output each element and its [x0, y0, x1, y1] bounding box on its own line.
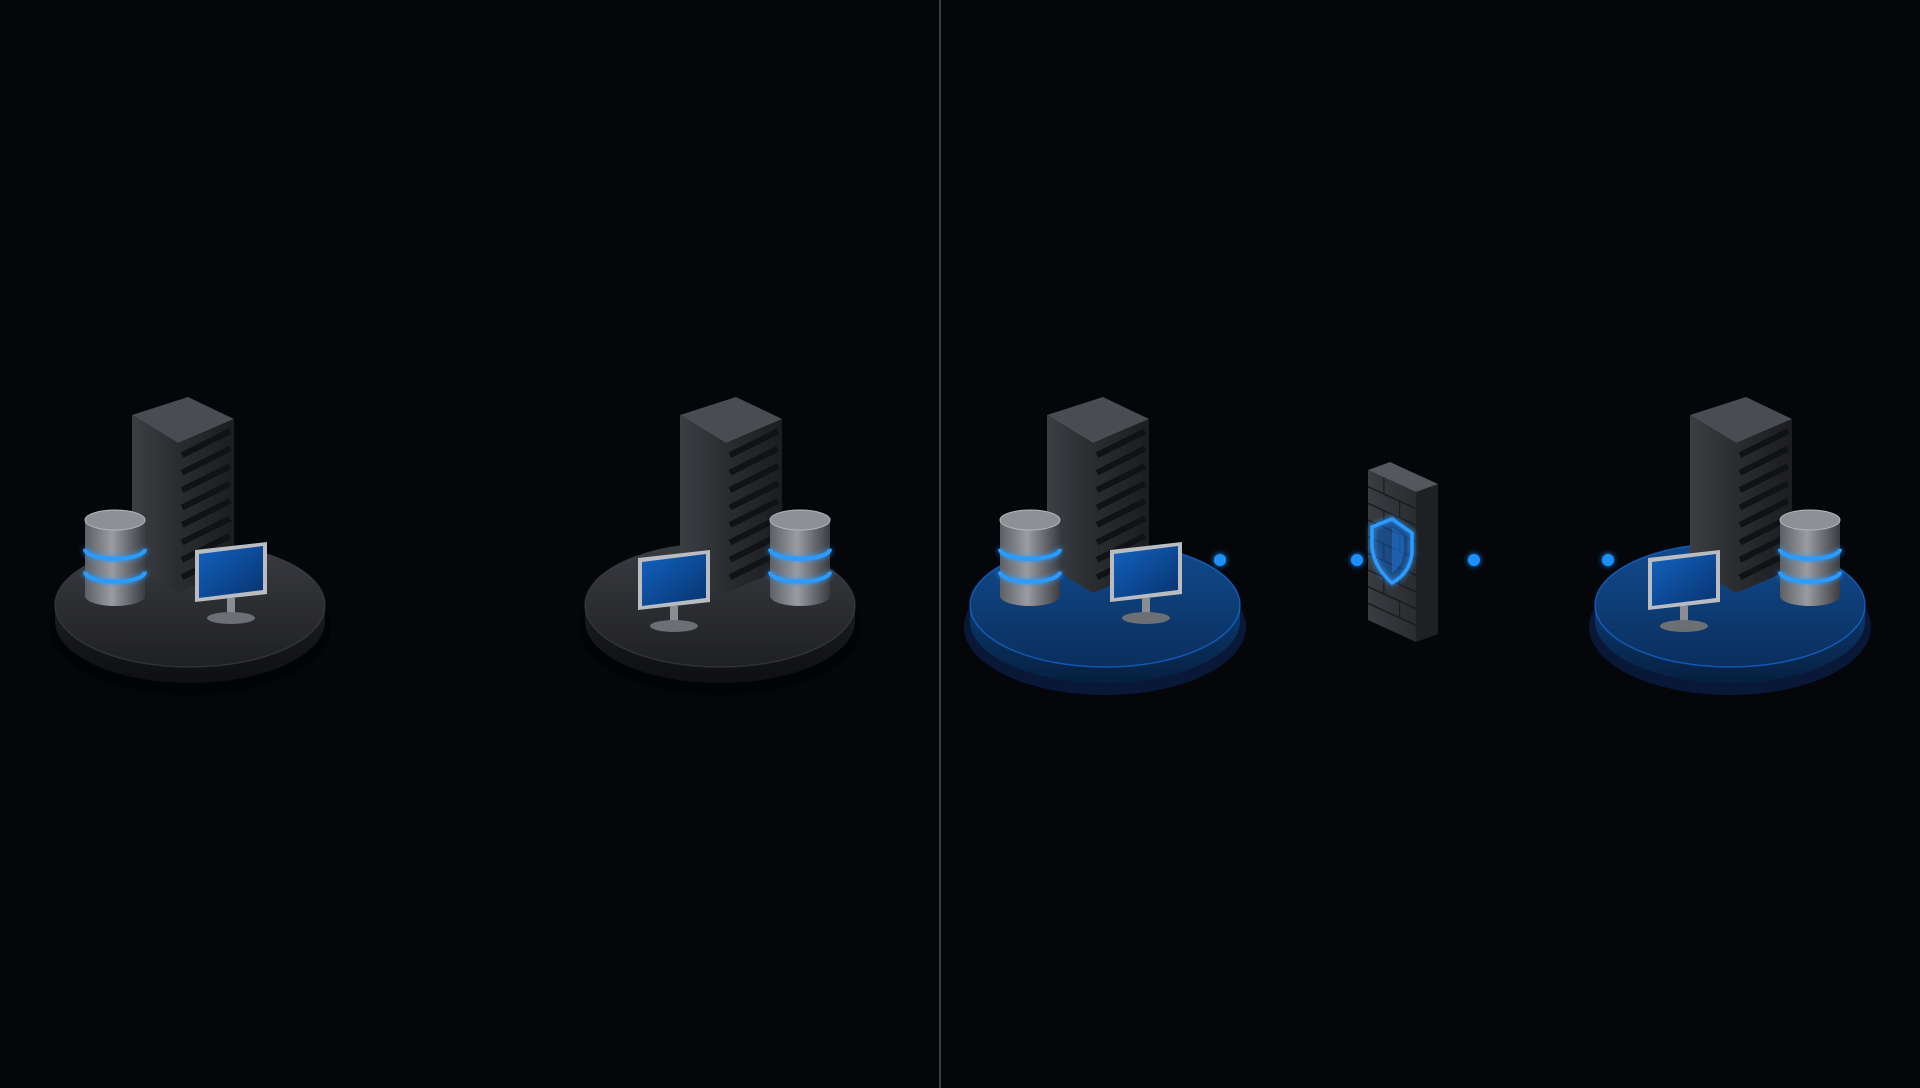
- firewall-brick-line: [1367, 602, 1417, 627]
- monitor-stand: [1680, 606, 1688, 624]
- rack-slot: [1738, 498, 1790, 528]
- firewall-layer: [1367, 462, 1438, 642]
- rack-slot: [728, 498, 780, 528]
- firewall-brick-line: [1367, 502, 1417, 527]
- monitor-screen: [1114, 546, 1178, 598]
- rack-top: [1690, 397, 1792, 443]
- rack-slot: [180, 533, 232, 563]
- rack-slot: [728, 480, 780, 511]
- shield-icon: [1370, 517, 1414, 586]
- rack-slot: [1095, 533, 1147, 563]
- database-top: [84, 509, 146, 531]
- shield-icon-highlight: [1392, 527, 1404, 573]
- rack-slot: [180, 480, 232, 511]
- database-body: [85, 520, 145, 606]
- connection-node-3-firewall: [1214, 554, 1363, 566]
- database-ring: [998, 571, 1062, 584]
- rack-slot: [1095, 463, 1147, 493]
- rack-slot: [180, 498, 232, 528]
- monitor-base: [1660, 620, 1708, 632]
- rack-slot: [1095, 498, 1147, 528]
- rack-slot: [180, 463, 232, 493]
- rack-top: [1047, 397, 1149, 443]
- firewall-side-face: [1416, 484, 1438, 642]
- monitor-base: [650, 620, 698, 632]
- rack-slot: [1095, 445, 1147, 476]
- rack-slot: [728, 463, 780, 493]
- rack-front-face: [1736, 419, 1792, 593]
- monitor-stand: [670, 606, 678, 624]
- database-ring: [768, 571, 832, 584]
- rack-slot: [1095, 428, 1147, 458]
- database-body: [770, 520, 830, 606]
- network-node-node-1: [49, 397, 331, 695]
- database-top: [1779, 509, 1841, 531]
- monitor-base: [1122, 612, 1170, 624]
- connection-endpoint: [1351, 554, 1363, 566]
- database-body: [1780, 520, 1840, 606]
- rack-left-face: [680, 415, 726, 593]
- rack-top: [132, 397, 234, 443]
- monitor-stand: [1142, 598, 1150, 616]
- rack-slot: [180, 515, 232, 546]
- database-ring: [1778, 548, 1842, 561]
- connections-layer: [1214, 554, 1614, 566]
- firewall-top-face: [1368, 462, 1438, 492]
- rack-slot: [1095, 480, 1147, 511]
- monitor-screen: [1652, 554, 1716, 606]
- rack-slot: [1738, 463, 1790, 493]
- rack-top: [680, 397, 782, 443]
- network-node-node-2: [579, 397, 861, 695]
- database-ring: [998, 548, 1062, 561]
- firewall: [1367, 462, 1438, 642]
- rack-left-face: [1690, 415, 1736, 593]
- network-node-node-3: [964, 397, 1246, 695]
- rack-slot: [1738, 428, 1790, 458]
- nodes-layer: [49, 397, 1871, 695]
- monitor-screen: [199, 546, 263, 598]
- database-ring: [83, 548, 147, 561]
- connection-endpoint: [1602, 554, 1614, 566]
- database-top: [999, 509, 1061, 531]
- monitor-stand: [227, 598, 235, 616]
- database-body: [1000, 520, 1060, 606]
- rack-slot: [728, 445, 780, 476]
- rack-slot: [1738, 445, 1790, 476]
- monitor-base: [207, 612, 255, 624]
- database-ring: [83, 571, 147, 584]
- rack-slot: [180, 445, 232, 476]
- network-node-node-4: [1589, 397, 1871, 695]
- monitor-screen: [642, 554, 706, 606]
- connection-endpoint: [1468, 554, 1480, 566]
- rack-slot: [1738, 480, 1790, 511]
- database-ring: [1778, 571, 1842, 584]
- rack-slot: [728, 428, 780, 458]
- rack-slot: [1095, 515, 1147, 546]
- connection-endpoint: [1214, 554, 1226, 566]
- database-top: [769, 509, 831, 531]
- database-ring: [768, 548, 832, 561]
- firewall-brick-line: [1367, 585, 1417, 610]
- connection-firewall-node-4: [1468, 554, 1614, 566]
- rack-slot: [180, 428, 232, 458]
- firewall-brick-line: [1367, 485, 1417, 510]
- rack-front-face: [726, 419, 782, 593]
